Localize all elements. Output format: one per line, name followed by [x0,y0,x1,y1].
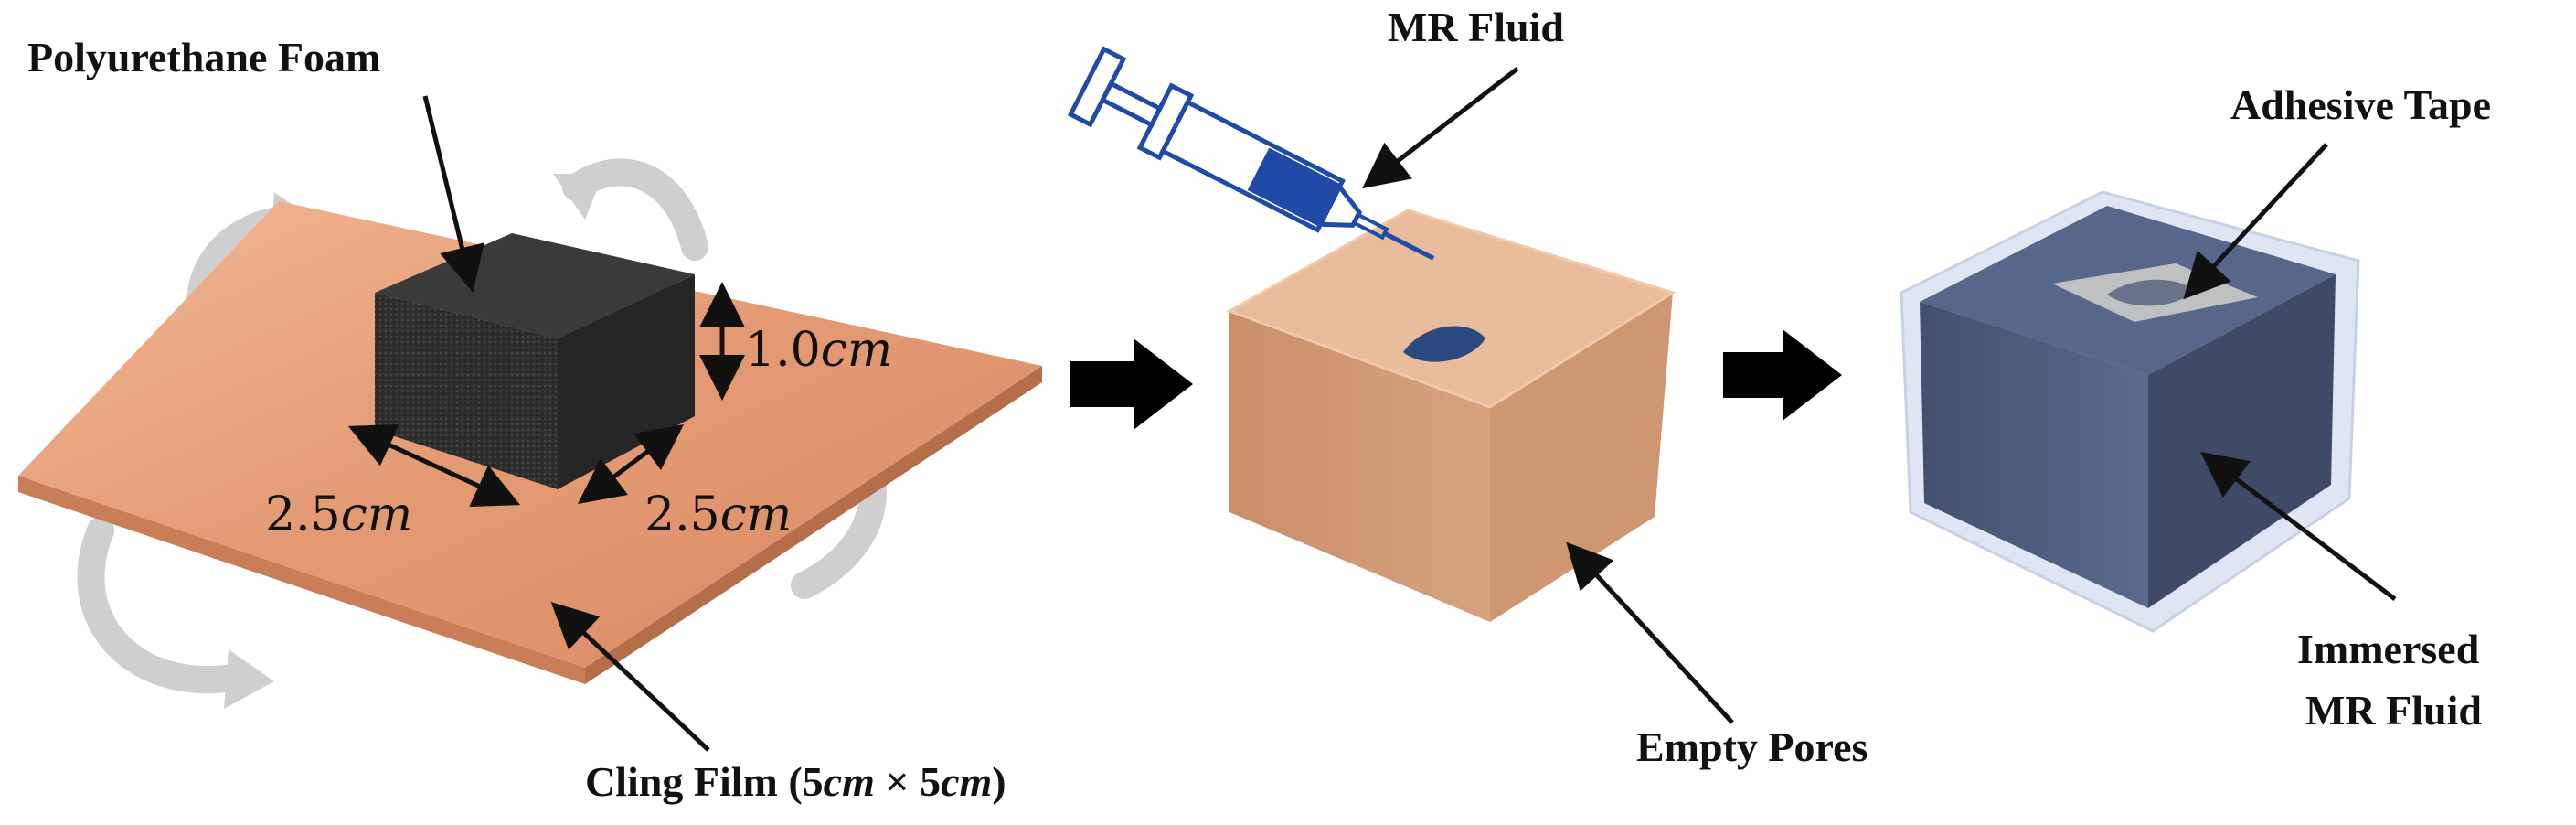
adhesive-tape-pointer [2183,143,2328,300]
panel-immersed: Adhesive Tape Immersed MR Fluid [1900,81,2491,734]
width-dimension-label: 2.5cm [265,488,412,542]
process-arrow-icon [1723,329,1842,421]
mr-fluid-label: MR Fluid [1388,4,1564,50]
mr-fluid-drop-icon [1403,326,1485,362]
cling-film-edge-right [585,366,1042,684]
immersed-pointer [2200,451,2397,601]
empty-pores-block [1226,209,1677,622]
foam-pointer [422,95,484,293]
immersed-label-line2: MR Fluid [2305,687,2482,734]
width-dimension-arrow [347,423,521,508]
tape-hole-icon [2107,279,2194,306]
height-dimension-label: 1.0cm [745,323,892,378]
mr-fluid-pointer [1362,67,1519,189]
panel-mr-injection: MR Fluid Empty Pores [1067,4,1868,770]
immersed-label-line1: Immersed [2297,626,2480,672]
process-arrow-icon [1070,338,1193,430]
cling-film-label: Cling Film (5cm × 5cm) [585,758,1006,805]
cling-film-pointer [550,602,710,752]
empty-pores-label: Empty Pores [1636,723,1868,770]
syringe-icon [1067,46,1435,261]
cling-film-edge [18,476,585,684]
panel-cling-film: 1.0cm 2.5cm 2.5cm Polyurethane Foam Clin… [18,34,1042,805]
depth-dimension-arrow [578,424,684,504]
empty-pores-pointer [1566,541,1734,724]
adhesive-tape-label: Adhesive Tape [2230,81,2491,128]
foam-label: Polyurethane Foam [27,34,380,80]
depth-dimension-label: 2.5cm [644,488,792,542]
